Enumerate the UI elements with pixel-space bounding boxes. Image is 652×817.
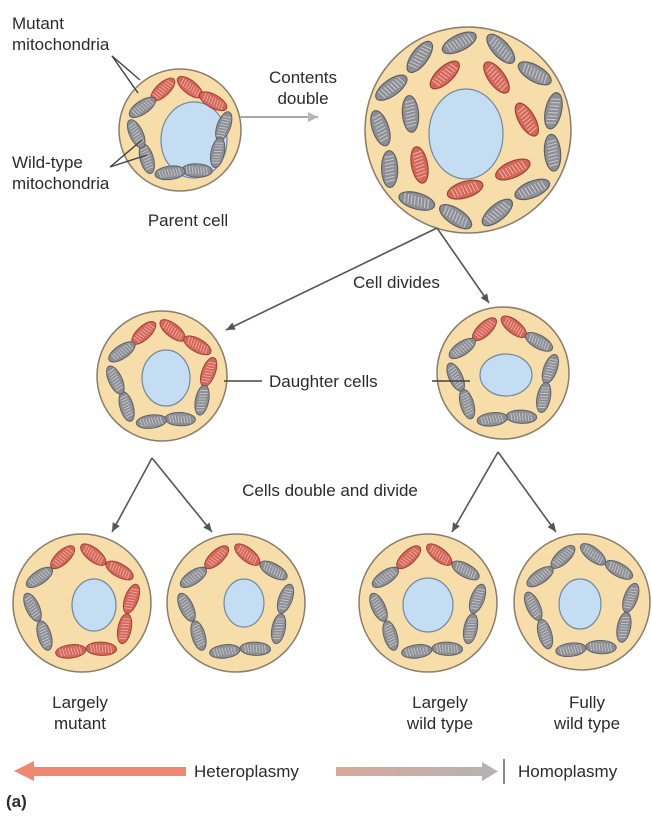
parent-cell-label: Parent cell	[118, 210, 258, 231]
arrow-left-daughter-to-cell1	[112, 458, 152, 532]
nucleus	[224, 579, 264, 627]
cell-daughter-right	[437, 307, 569, 439]
wildtype-mitochondria-label: Wild-type mitochondria	[12, 152, 109, 194]
wildtype-label-line2: mitochondria	[12, 173, 109, 194]
wildtype-label-line1: Wild-type	[12, 152, 109, 173]
largely-mutant-label: Largely mutant	[30, 692, 130, 734]
homoplasmy-label: Homoplasmy	[518, 761, 617, 782]
daughter-cells-label: Daughter cells	[269, 371, 378, 392]
fully-wild-line2: wild type	[532, 713, 642, 734]
mutant-mitochondria-label: Mutant mitochondria	[12, 13, 109, 55]
fully-wild-type-label: Fully wild type	[532, 692, 642, 734]
panel-label: (a)	[6, 792, 27, 812]
cell-divides-label: Cell divides	[350, 272, 443, 293]
contents-double-line2: double	[248, 88, 358, 109]
largely-mutant-line2: mutant	[30, 713, 130, 734]
heteroplasmy-label: Heteroplasmy	[194, 761, 299, 782]
cell-largely-mutant-1	[13, 534, 151, 672]
nucleus	[142, 350, 190, 406]
nucleus	[72, 579, 116, 631]
contents-double-label: Contents double	[248, 67, 358, 109]
largely-wild-line1: Largely	[380, 692, 500, 713]
cells-double-divide-label: Cells double and divide	[200, 480, 460, 501]
nucleus	[480, 354, 532, 396]
largely-wild-type-label: Largely wild type	[380, 692, 500, 734]
heteroplasmy-arrow-red	[14, 761, 186, 781]
nucleus	[403, 578, 453, 632]
heteroplasmy-arrow-grey	[336, 762, 498, 781]
nucleus	[429, 89, 503, 179]
cell-daughter-left	[97, 311, 227, 441]
divide-arrow-right	[437, 228, 489, 303]
wildtype-mitochondrion	[381, 150, 398, 187]
cell-parent	[119, 69, 241, 191]
cell-doubled	[365, 27, 571, 233]
cell-largely-mutant-2	[167, 534, 305, 672]
cell-fully-wild-type	[514, 534, 650, 670]
mutant-label-line2: mitochondria	[12, 34, 109, 55]
largely-wild-line2: wild type	[380, 713, 500, 734]
contents-double-line1: Contents	[248, 67, 358, 88]
largely-mutant-line1: Largely	[30, 692, 130, 713]
arrow-right-daughter-to-cell4	[498, 452, 556, 532]
mutant-label-line1: Mutant	[12, 13, 109, 34]
cell-largely-wild-type	[359, 534, 497, 672]
nucleus	[559, 579, 601, 629]
fully-wild-line1: Fully	[532, 692, 642, 713]
